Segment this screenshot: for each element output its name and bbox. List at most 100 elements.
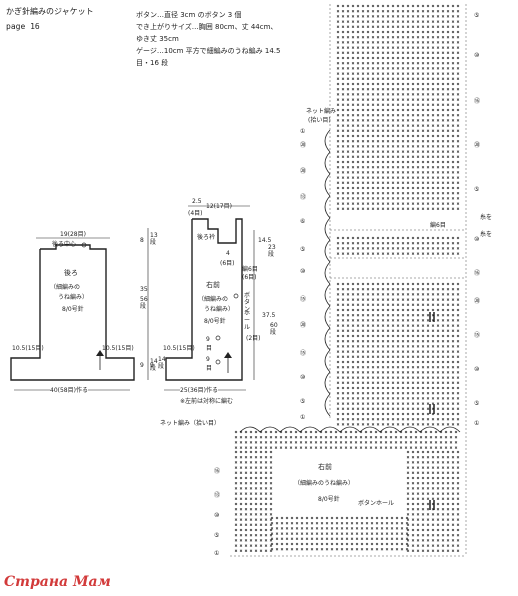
front-right-dim-2: 37.5 bbox=[262, 312, 276, 319]
front-right-dim-2-rows: 60段 bbox=[270, 322, 278, 336]
chart-row-label-bottom: ⑤ bbox=[214, 532, 220, 539]
front-d2: (6目) bbox=[242, 274, 257, 281]
chart-row-label-left: ⑳ bbox=[300, 142, 307, 149]
front-d1-st: (6目) bbox=[220, 260, 235, 267]
front-dim-bottom-rows: 14段 bbox=[158, 356, 166, 370]
chart-row-label-right: ⑯ bbox=[474, 270, 481, 277]
chart-panel-bottom-top bbox=[234, 430, 458, 449]
back-hook: 8/0号針 bbox=[62, 306, 84, 313]
back-stitch-1: （細編みの bbox=[50, 284, 81, 291]
back-side-right: 10.5(15目) bbox=[102, 345, 134, 352]
chart-row-label-right: ⑤ bbox=[474, 400, 480, 407]
chart-row-label-left: ⑤ bbox=[300, 398, 306, 405]
page-number: page 16 bbox=[6, 22, 40, 31]
front-stitch-1: （細編みの bbox=[198, 296, 229, 303]
front-top-2: 12(17目) bbox=[206, 203, 232, 210]
spec-line-5: 目・16 段 bbox=[136, 59, 169, 67]
back-neck-center: 後ろ中心 bbox=[52, 241, 77, 248]
chart-row-label-left: ⑳ bbox=[300, 168, 307, 175]
chart-front-stitch: （細編みのうね編み） bbox=[292, 478, 357, 487]
chart-panel-upper bbox=[336, 4, 460, 211]
front-right-dim-1-rows: 23段 bbox=[268, 244, 276, 258]
chart-row-label-right: ⑳ bbox=[474, 142, 481, 149]
chart-panel-bottom-base bbox=[270, 516, 409, 551]
chart-row-label-left: ⑤ bbox=[300, 246, 306, 253]
chart-row-label-left: ⑮ bbox=[300, 296, 307, 303]
watermark: Страна Мам bbox=[4, 574, 111, 590]
back-dim-bottom: 9 bbox=[140, 362, 144, 369]
front-gap-1-st: 目 bbox=[206, 345, 213, 352]
chart-right-note-3: 編6目 bbox=[430, 220, 446, 229]
chart-row-label-right: ⑩ bbox=[474, 52, 480, 59]
chart-front-name: 右前 bbox=[316, 462, 334, 472]
back-stitch-2: うね編み） bbox=[58, 294, 89, 301]
chart-net-label-top-2: (拾い目) bbox=[308, 117, 331, 124]
front-gap-1: 9 bbox=[206, 336, 210, 343]
chart-right-note-1: 糸を bbox=[480, 214, 493, 221]
front-dim-bottom: 9 bbox=[150, 362, 154, 369]
back-dim-mid: 35 bbox=[140, 286, 148, 293]
front-collar: 後ろ衿 bbox=[197, 234, 216, 241]
chart-buttonhole: ボタンホール bbox=[356, 498, 397, 507]
front-top-1-st: (4目) bbox=[188, 210, 203, 217]
spec-line-1: ボタン…直径 3cm のボタン 3 個 bbox=[136, 11, 242, 19]
page-title: かぎ針編みのジャケット bbox=[6, 7, 94, 16]
chart-row-label-right: ⑤ bbox=[474, 12, 480, 19]
chart-panel-bottom-left bbox=[234, 450, 273, 553]
chart-row-label-left: ① bbox=[300, 414, 306, 421]
chart-row-label-bottom: ⑯ bbox=[214, 468, 221, 475]
chart-row-label-right: ⑩ bbox=[474, 366, 480, 373]
back-bottom: 40(58目)作る bbox=[50, 385, 88, 394]
chart-row-label-bottom: ⑬ bbox=[214, 492, 221, 499]
spec-line-3: ゆき丈 35cm bbox=[136, 35, 179, 43]
chart-right-note-2: 糸を bbox=[480, 231, 493, 238]
chart-row-label-right: ⑳ bbox=[474, 298, 481, 305]
chart-row-label-left: ⑬ bbox=[300, 194, 307, 201]
front-side-left: 10.5(15目) bbox=[163, 345, 195, 352]
spec-line-2: でき上がりサイズ…胸囲 80cm、丈 44cm、 bbox=[136, 23, 278, 31]
chart-row-label-right: ⑯ bbox=[474, 98, 481, 105]
crochet-chart bbox=[230, 4, 467, 557]
chart-panel-lower bbox=[336, 282, 460, 426]
chart-row-label-right: ⑮ bbox=[474, 332, 481, 339]
chart-panel-mid bbox=[336, 236, 460, 255]
front-bottom: 25(36目)作る bbox=[180, 385, 218, 394]
front-d1: 4 bbox=[226, 250, 230, 257]
back-dim-top: 8 bbox=[140, 237, 144, 244]
chart-row-label-bottom: ① bbox=[214, 550, 220, 557]
chart-row-label-left: ⑩ bbox=[300, 374, 306, 381]
front-buttonhole-3: (2目) bbox=[246, 335, 261, 342]
front-gap-2-st: 目 bbox=[206, 365, 213, 372]
front-buttonhole-2: ホール bbox=[244, 310, 251, 331]
front-gap-2: 9 bbox=[206, 356, 210, 363]
chart-row-label-bottom: ⑩ bbox=[214, 512, 220, 519]
chart-row-label-left: ⑩ bbox=[300, 268, 306, 275]
back-piece-outline bbox=[10, 244, 135, 381]
chart-panel-bottom-right bbox=[406, 450, 460, 553]
chart-net-label-bottom: ネット編み（拾い目） bbox=[160, 418, 221, 427]
back-side-left: 10.5(15目) bbox=[12, 345, 44, 352]
chart-front-hook: 8/0号針 bbox=[316, 494, 342, 503]
front-top-1: 2.5 bbox=[192, 198, 202, 205]
back-top-width: 19(28目) bbox=[60, 231, 86, 238]
front-piece-name: 右前 bbox=[206, 281, 220, 289]
front-right-dim-1: 14.5 bbox=[258, 237, 272, 244]
front-stitch-2: うね編み） bbox=[204, 306, 235, 313]
spec-line-4: ゲージ…10cm 平方で細編みのうね編み 14.5 bbox=[136, 47, 281, 55]
front-note: ※左前は対称に編む bbox=[180, 398, 234, 405]
front-piece-outline bbox=[165, 218, 243, 381]
front-d2-label: 編6目 bbox=[242, 266, 258, 273]
back-dim-top-rows: 13段 bbox=[150, 232, 158, 246]
back-dim-mid-rows: 56段 bbox=[140, 296, 148, 310]
chart-row-label-right: ⑤ bbox=[474, 186, 480, 193]
chart-net-label-top: ネット編み bbox=[306, 108, 337, 115]
chart-row-label-right: ① bbox=[474, 420, 480, 427]
chart-row-label-left: ⑳ bbox=[300, 322, 307, 329]
back-piece-name: 後ろ bbox=[64, 269, 78, 277]
chart-row-label-left: ⑥ bbox=[300, 218, 306, 225]
chart-row-label-right: ⑩ bbox=[474, 236, 480, 243]
back-dim-bottom-rows: 14段 bbox=[150, 358, 158, 372]
front-hook: 8/0号針 bbox=[204, 318, 226, 325]
front-buttonhole: ボタン bbox=[244, 292, 251, 313]
